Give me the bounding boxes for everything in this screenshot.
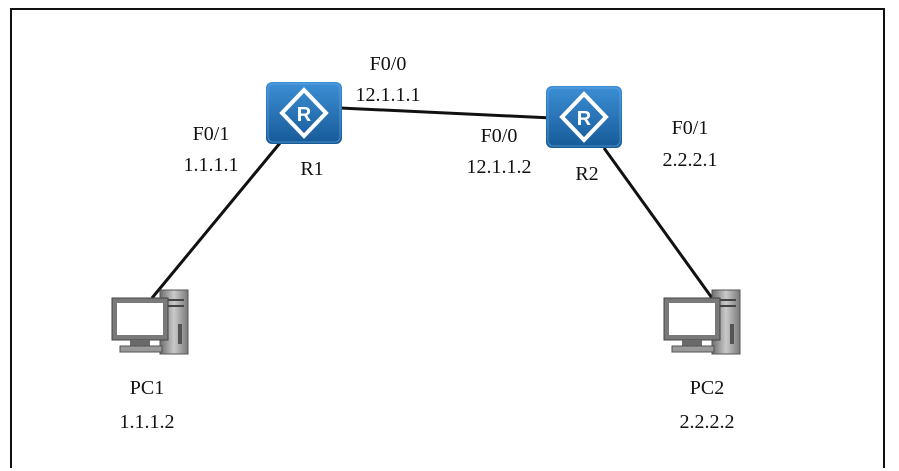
r2-f00-name: F0/0 bbox=[481, 125, 518, 147]
link-r1-r2 bbox=[339, 106, 553, 120]
pc1-label: PC1 bbox=[130, 377, 164, 399]
r2-f01-ip: 2.2.2.1 bbox=[663, 149, 718, 171]
pc1 bbox=[111, 289, 189, 355]
svg-text:R: R bbox=[297, 104, 312, 126]
r2-f01-name: F0/1 bbox=[672, 117, 709, 139]
r1-f00-ip: 12.1.1.1 bbox=[356, 84, 421, 106]
link-r1-pc1 bbox=[150, 142, 282, 299]
router-r1: R bbox=[266, 82, 342, 144]
pc-icon bbox=[663, 289, 741, 355]
router-r1-label: R1 bbox=[300, 158, 323, 180]
pc2-ip: 2.2.2.2 bbox=[680, 411, 735, 433]
svg-text:R: R bbox=[577, 108, 592, 130]
router-r2: R bbox=[546, 86, 622, 148]
link-r2-pc2 bbox=[602, 147, 714, 299]
r1-f01-name: F0/1 bbox=[193, 123, 230, 145]
router-r2-label: R2 bbox=[575, 163, 598, 185]
router-icon: R bbox=[546, 86, 622, 148]
pc2-label: PC2 bbox=[690, 377, 724, 399]
router-icon: R bbox=[266, 82, 342, 144]
pc-icon bbox=[111, 289, 189, 355]
r2-f00-ip: 12.1.1.2 bbox=[467, 156, 532, 178]
diagram-frame bbox=[10, 8, 885, 468]
r1-f01-ip: 1.1.1.1 bbox=[184, 154, 239, 176]
pc2 bbox=[663, 289, 741, 355]
r1-f00-name: F0/0 bbox=[370, 53, 407, 75]
pc1-ip: 1.1.1.2 bbox=[120, 411, 175, 433]
